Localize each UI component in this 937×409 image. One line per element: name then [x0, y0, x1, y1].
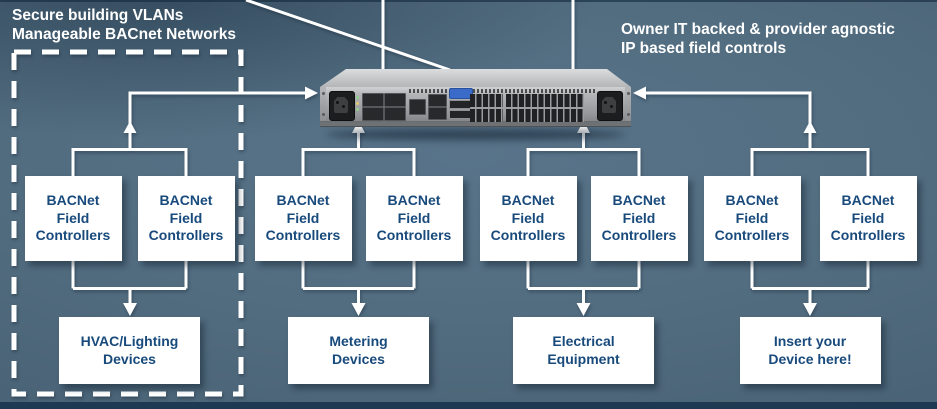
top-feed-lines: [245, 0, 575, 72]
rj45-port-icon: [409, 99, 426, 115]
diagonal-feed-line: [245, 0, 451, 72]
screw-icon: [626, 92, 630, 95]
network-switch-image: [318, 66, 632, 148]
device-box-electrical: Electrical Equipment: [513, 317, 654, 384]
rj45-port-icon: [428, 94, 447, 107]
rj45-port-icon: [428, 107, 447, 120]
secure-vlans-label: Secure building VLANs Manageable BACnet …: [12, 7, 236, 43]
bacnet-controllers-box: BACNet Field Controllers: [24, 176, 122, 261]
usb-port-icon: [449, 100, 471, 109]
cluster-2-connectors: [301, 120, 416, 316]
bacnet-controllers-box: BACNet Field Controllers: [365, 176, 463, 261]
bacnet-controllers-box: BACNet Field Controllers: [479, 176, 577, 261]
rj45-port-icon: [362, 107, 384, 121]
device-box-insert-your: Insert your Device here!: [739, 317, 881, 384]
vlan-dashed-boundary: [11, 49, 244, 397]
rj45-port-icon: [384, 93, 406, 107]
rack-ear-left: [320, 87, 326, 121]
bacnet-controllers-box: BACNet Field Controllers: [254, 176, 352, 261]
rj45-port-icon: [384, 107, 406, 121]
arrow-down-icon: [576, 303, 591, 316]
vent-grille-icon: [409, 89, 597, 93]
rj45-port-icon: [362, 93, 384, 107]
power-inlet-left-icon: [329, 91, 355, 121]
bacnet-controllers-box: BACNet Field Controllers: [703, 176, 801, 261]
device-box-metering: Metering Devices: [288, 317, 429, 384]
screw-icon: [321, 92, 325, 95]
rack-ear-right: [625, 87, 631, 121]
bottom-bar: [0, 402, 937, 409]
switch-top-face: [320, 69, 631, 87]
vga-port-icon: [449, 88, 473, 99]
arrow-down-icon: [351, 303, 366, 316]
rj45-bank-icon: [506, 94, 584, 107]
rj45-bank-icon: [470, 108, 503, 122]
arrow-right-icon: [305, 86, 318, 100]
rj45-bank-icon: [470, 94, 503, 107]
bacnet-controllers-box: BACNet Field Controllers: [819, 176, 917, 261]
cluster-1-connectors: [71, 86, 318, 316]
status-leds-icon: [356, 96, 359, 114]
switch-base-strip: [320, 122, 631, 127]
arrow-up-icon: [803, 121, 817, 133]
usb-port-icon: [449, 110, 471, 119]
bacnet-controllers-box: BACNet Field Controllers: [137, 176, 235, 261]
arrow-up-icon: [123, 121, 137, 133]
arrow-down-icon: [803, 303, 817, 316]
arrow-left-icon: [633, 86, 646, 100]
switch-reflection: [326, 129, 625, 140]
owner-it-label: Owner IT backed & provider agnostic IP b…: [621, 21, 895, 57]
bacnet-controllers-box: BACNet Field Controllers: [590, 176, 688, 261]
cluster-4-connectors: [633, 86, 870, 316]
screw-icon: [626, 113, 630, 116]
screw-icon: [321, 113, 325, 116]
cluster-3-connectors: [526, 120, 641, 316]
arrow-down-icon: [123, 303, 137, 316]
power-inlet-right-icon: [597, 91, 623, 121]
top-edge-divider: [0, 0, 937, 2]
rj45-bank-icon: [506, 108, 584, 122]
device-box-hvac-lighting: HVAC/Lighting Devices: [59, 317, 200, 384]
